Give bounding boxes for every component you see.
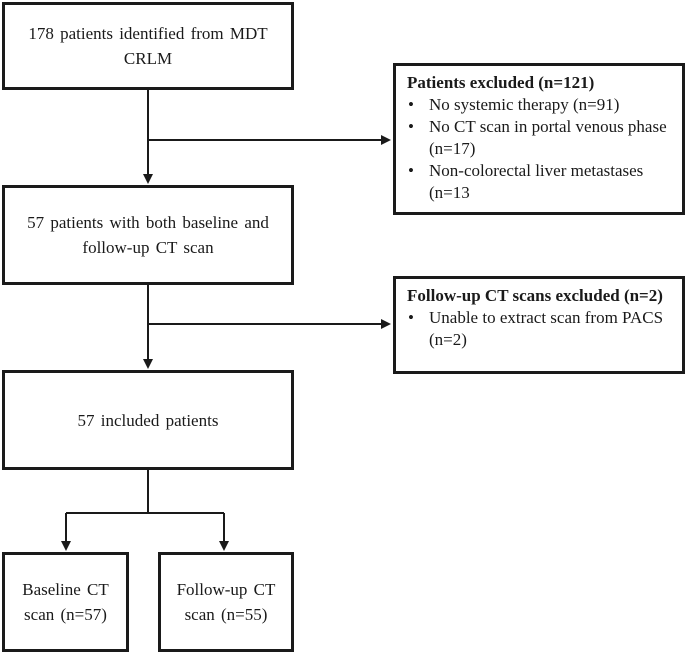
identified-line1: 178 patients identified from MDT: [28, 24, 268, 43]
scans-excluded-item: Unable to extract scan from PACS (n=2): [407, 307, 672, 351]
box-baseline-scan: Baseline CT scan (n=57): [2, 552, 129, 652]
patients-excluded-item: No systemic therapy (n=91): [407, 94, 672, 116]
box-scans-excluded: Follow-up CT scans excluded (n=2) Unable…: [393, 276, 685, 374]
included-line1: 57 included patients: [77, 410, 219, 430]
scans-excluded-header: Follow-up CT scans excluded (n=2): [407, 286, 663, 305]
patients-excluded-list: No systemic therapy (n=91) No CT scan in…: [407, 94, 672, 204]
box-patients-excluded: Patients excluded (n=121) No systemic th…: [393, 63, 685, 215]
baseline-line2: scan (n=57): [24, 605, 107, 624]
identified-line2: CRLM: [123, 49, 173, 68]
box-both-scans: 57 patients with both baseline and follo…: [2, 185, 294, 285]
followup-line1: Follow-up CT: [176, 580, 276, 599]
both-scans-line2: follow-up CT scan: [82, 238, 214, 257]
scans-excluded-list: Unable to extract scan from PACS (n=2): [407, 307, 672, 351]
patients-excluded-item: Non-colorectal liver metastases (n=13: [407, 160, 672, 204]
followup-line2: scan (n=55): [184, 605, 268, 624]
box-followup-scan: Follow-up CT scan (n=55): [158, 552, 294, 652]
box-included-patients: 57 included patients: [2, 370, 294, 470]
baseline-line1: Baseline CT: [22, 580, 109, 599]
box-identified-patients: 178 patients identified from MDT CRLM: [2, 2, 294, 90]
patients-excluded-header: Patients excluded (n=121): [407, 73, 595, 92]
both-scans-line1: 57 patients with both baseline and: [27, 213, 269, 232]
patients-excluded-item: No CT scan in portal venous phase (n=17): [407, 116, 672, 160]
